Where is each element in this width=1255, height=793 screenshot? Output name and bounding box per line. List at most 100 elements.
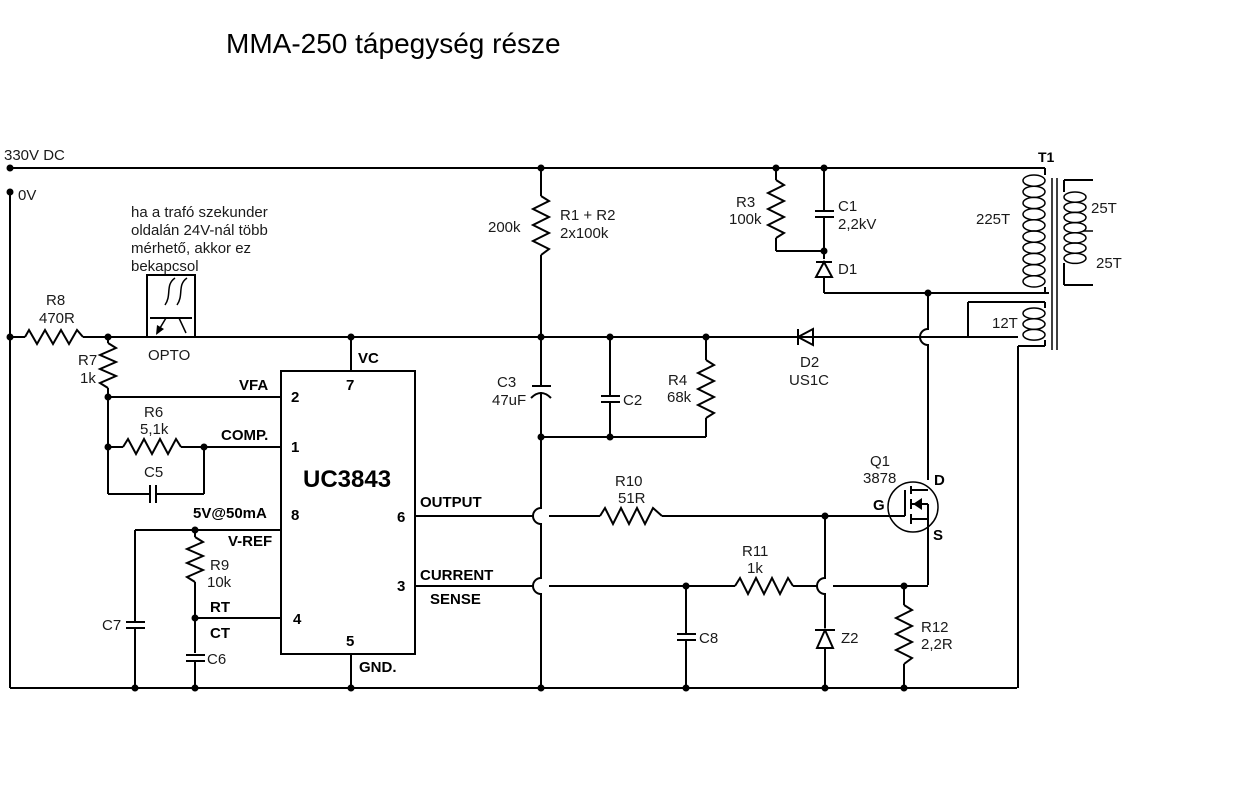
d1-name: D1 (838, 261, 857, 278)
opto-label: OPTO (148, 347, 190, 364)
c1-value: 2,2kV (838, 216, 876, 233)
coil-turn (1063, 252, 1087, 265)
coil-turn (1022, 252, 1046, 266)
diode-d1: D1 (814, 259, 1049, 294)
c3-name: C3 (497, 374, 516, 391)
r9-name: R9 (210, 557, 229, 574)
transformer-t1: T1 225T 25T 25T 12T (967, 149, 1122, 688)
t1-sec2-turns: 25T (1096, 255, 1122, 272)
coil-turn (1063, 211, 1087, 224)
svg-text:2: 2 (291, 389, 299, 406)
svg-text:OUTPUT: OUTPUT (420, 494, 482, 511)
r8-name: R8 (46, 292, 65, 309)
t1-primary-turns: 225T (976, 211, 1010, 228)
c3-value: 47uF (492, 392, 526, 409)
coil-turn (1022, 263, 1046, 277)
coil-turn (1063, 232, 1087, 244)
resistor-r10: R10 51R (599, 473, 663, 527)
svg-text:mérhető, akkor ez: mérhető, akkor ez (131, 240, 251, 257)
t1-name: T1 (1038, 149, 1055, 165)
coil-turn (1022, 196, 1046, 210)
r3-name: R3 (736, 194, 755, 211)
coil-turn (1022, 207, 1046, 221)
zener-z2: Z2 (815, 627, 859, 692)
q1-drain: D (934, 472, 945, 489)
coil-turn (1022, 241, 1046, 255)
q1-name: Q1 (870, 453, 890, 470)
svg-text:CT: CT (210, 625, 230, 642)
coil-turn (1022, 328, 1046, 341)
svg-text:bekapcsol: bekapcsol (131, 258, 199, 275)
r12-value: 2,2R (921, 636, 953, 653)
coil-turn (1022, 230, 1046, 243)
resistor-r11: R11 1k (734, 543, 817, 597)
r4-value: 68k (667, 389, 692, 406)
svg-text:SENSE: SENSE (430, 591, 481, 608)
r7-name: R7 (78, 352, 97, 369)
svg-text:6: 6 (397, 509, 405, 526)
coil-turn (1063, 191, 1087, 203)
q1-gate: G (873, 497, 885, 514)
svg-text:5: 5 (346, 633, 354, 650)
resistor-r3: R3 100k (729, 168, 824, 252)
coil-turn (1022, 307, 1046, 320)
rail-330v-label: 330V DC (4, 147, 65, 164)
r10-name: R10 (615, 473, 643, 490)
resistor-r4: R4 68k (667, 333, 717, 437)
svg-text:CURRENT: CURRENT (420, 567, 493, 584)
r1r2-name: R1 + R2 (560, 207, 615, 224)
svg-text:8: 8 (291, 507, 299, 524)
resistor-r12: R12 2,2R (893, 586, 953, 692)
rail-0v-label: 0V (18, 187, 36, 204)
rail-330v: 330V DC (4, 147, 1045, 172)
t1-aux-turns: 12T (992, 315, 1018, 332)
svg-text:RT: RT (210, 599, 230, 616)
r11-name: R11 (742, 543, 768, 560)
capacitor-c7: C7 (102, 530, 145, 692)
r6-value: 5,1k (140, 421, 169, 438)
r1r2-total: 200k (488, 219, 521, 236)
diode-d2: D2 US1C (789, 327, 829, 389)
coil-turn (1022, 185, 1046, 199)
c2-name: C2 (623, 392, 642, 409)
coil-turn (1063, 242, 1087, 254)
capacitor-c5: C5 (108, 447, 205, 503)
c7-name: C7 (102, 617, 121, 634)
capacitor-c6: C6 (186, 651, 226, 692)
rail-0v: 0V (6, 187, 1017, 689)
d2-name: D2 (800, 354, 819, 371)
coil-turn (1063, 201, 1087, 214)
r6-name: R6 (144, 404, 163, 421)
mosfet-q1: Q1 3878 G D S (863, 453, 945, 585)
q1-source: S (933, 527, 943, 544)
r3-value: 100k (729, 211, 762, 228)
c6-name: C6 (207, 651, 226, 668)
r9-value: 10k (207, 574, 232, 591)
ic-name: UC3843 (303, 466, 391, 493)
resistor-r8: R8 470R (6, 292, 108, 347)
coil-turn (1022, 275, 1046, 288)
capacitor-c1: C1 2,2kV (815, 168, 876, 259)
svg-text:V-REF: V-REF (228, 533, 272, 550)
optocoupler: OPTO (108, 274, 196, 364)
diagram-title: MMA-250 tápegység része (226, 28, 561, 59)
svg-text:ha a trafó szekunder: ha a trafó szekunder (131, 204, 268, 221)
q1-value: 3878 (863, 470, 896, 487)
r10-value: 51R (618, 490, 646, 507)
r8-value: 470R (39, 310, 75, 327)
r7-value: 1k (80, 370, 96, 387)
c1-name: C1 (838, 198, 857, 215)
svg-text:oldalán 24V-nál több: oldalán 24V-nál több (131, 222, 268, 239)
resistor-r1-r2: R1 + R2 2x100k 200k (488, 168, 615, 337)
svg-text:4: 4 (293, 611, 302, 628)
r12-name: R12 (921, 619, 949, 636)
r11-value: 1k (747, 560, 763, 577)
coil-turn (1022, 317, 1046, 331)
c5-name: C5 (144, 464, 163, 481)
z2-name: Z2 (841, 630, 859, 647)
svg-text:7: 7 (346, 377, 354, 394)
svg-text:5V@50mA: 5V@50mA (193, 505, 267, 522)
coil-turn (1022, 219, 1046, 232)
c8-name: C8 (699, 630, 718, 647)
